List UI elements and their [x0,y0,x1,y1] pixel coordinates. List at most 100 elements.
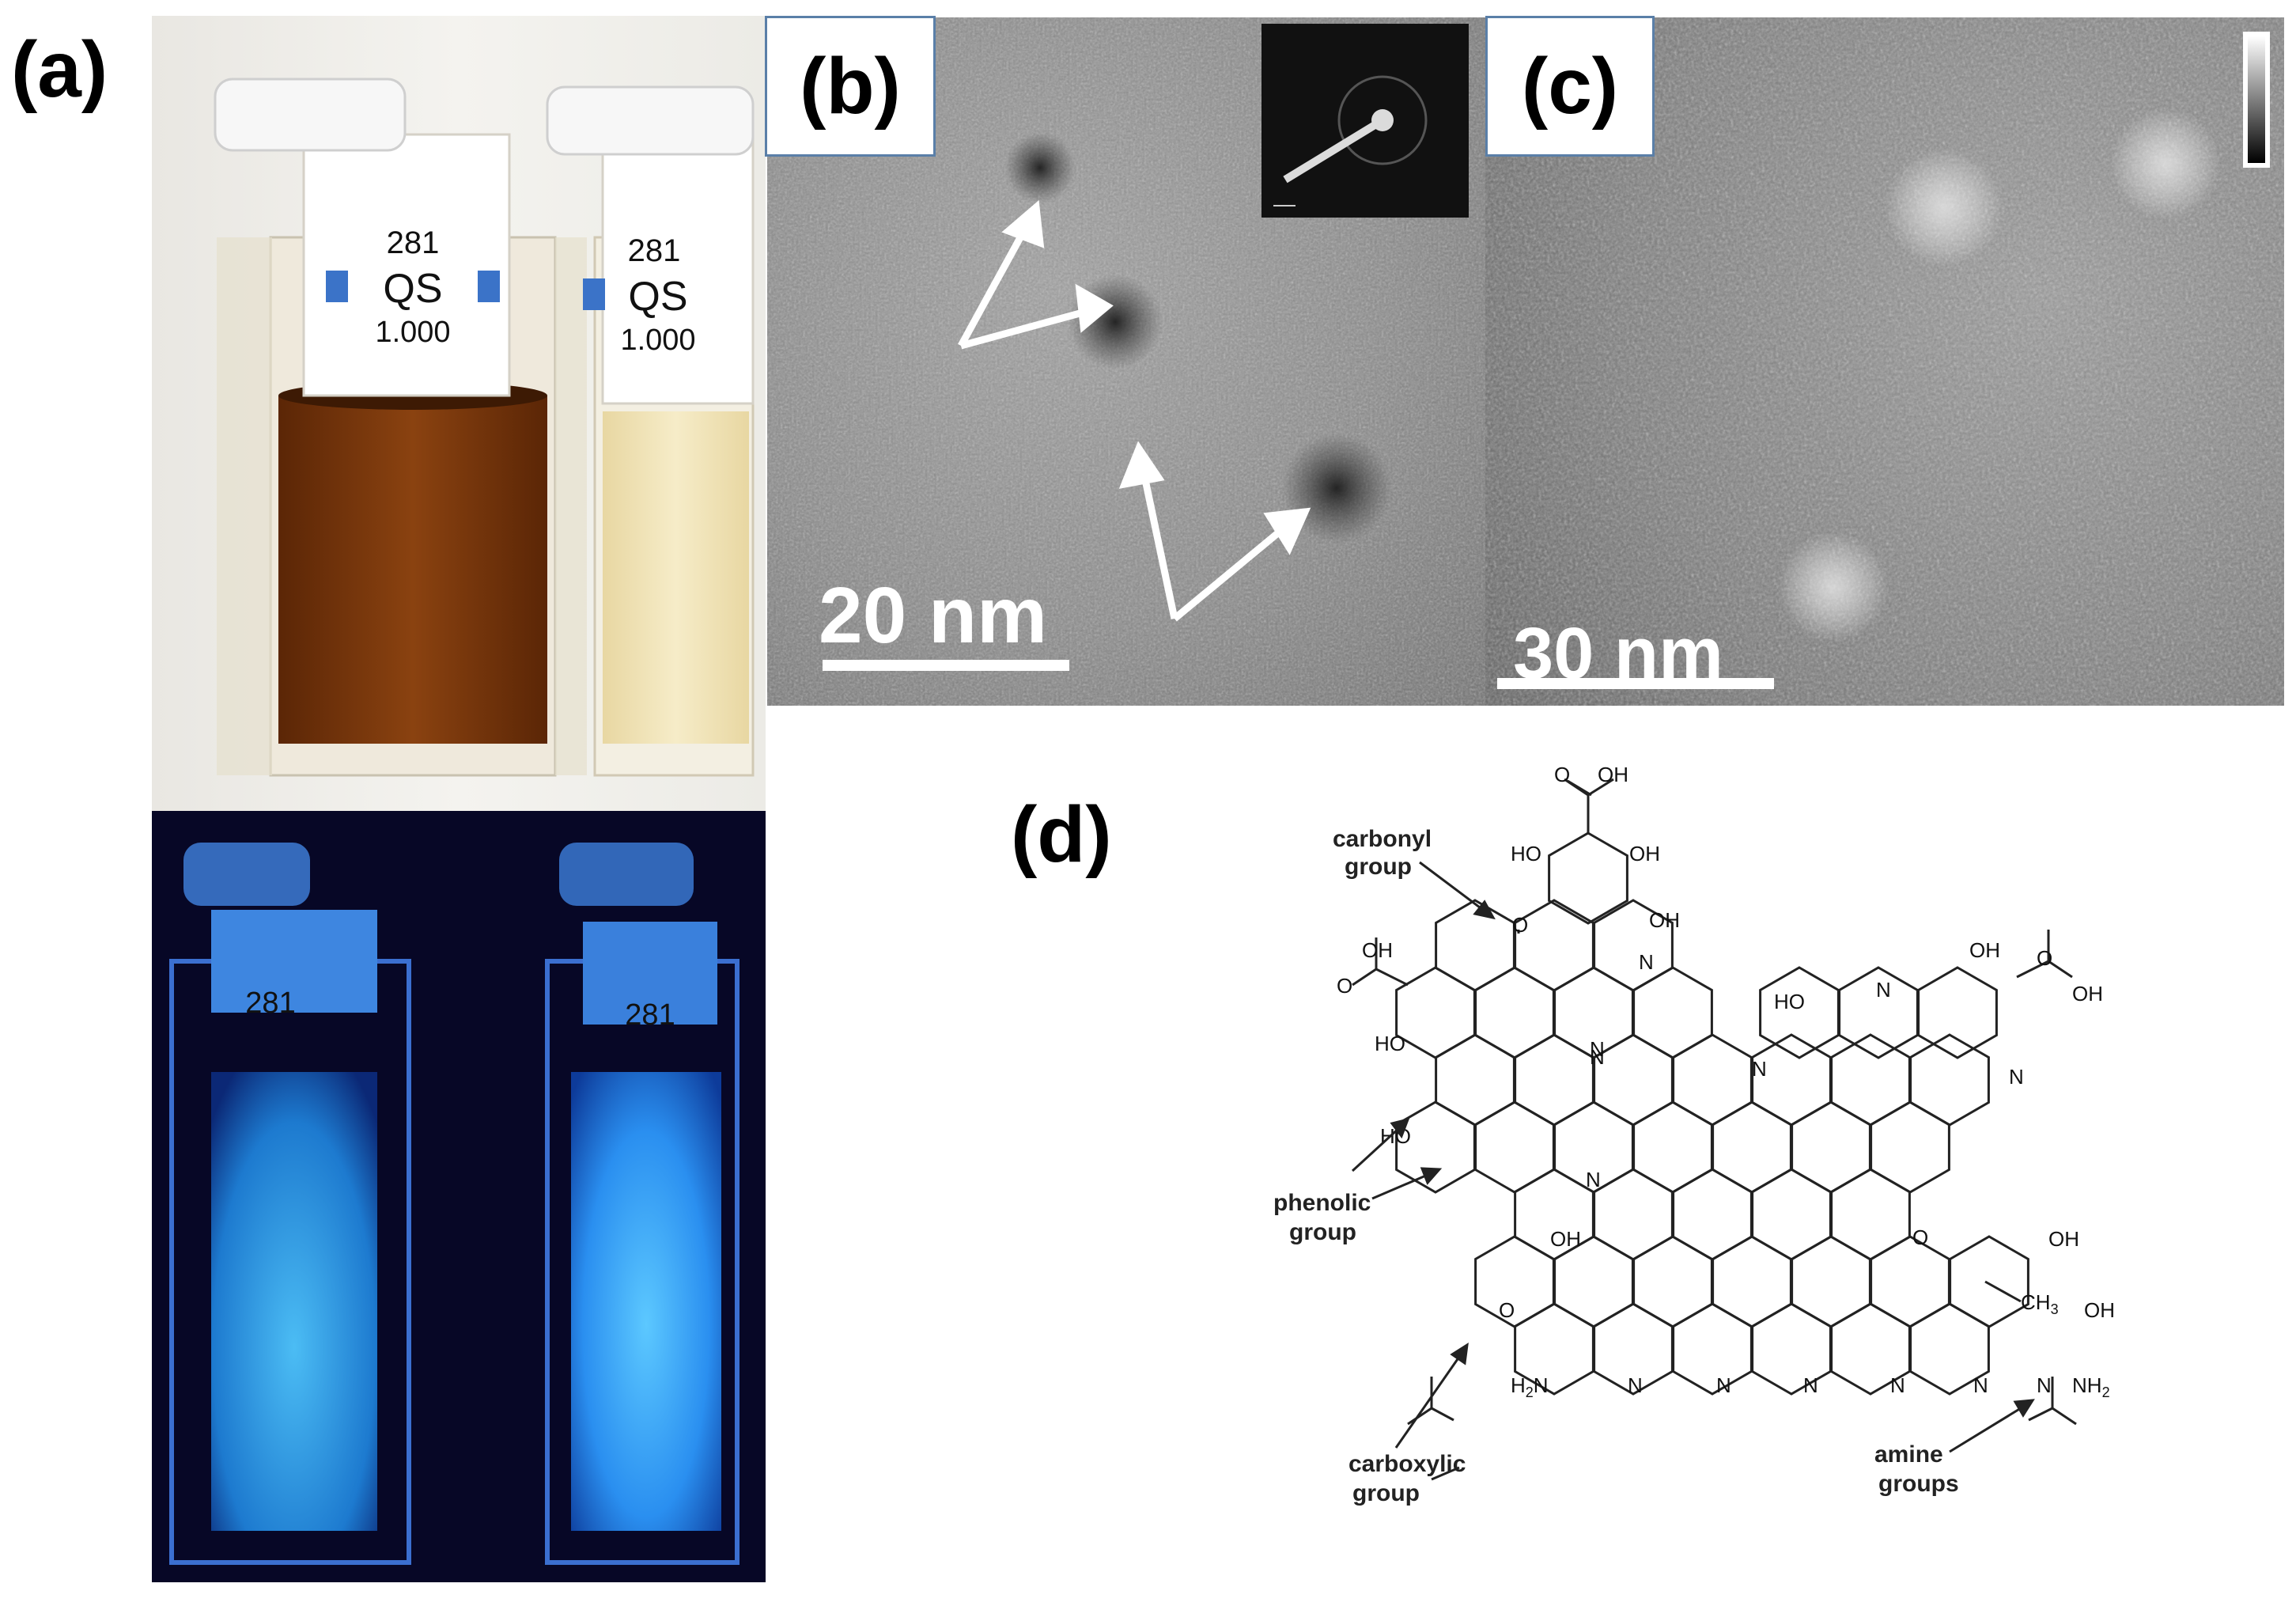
aromatic-ring [1751,1302,1832,1396]
right-vial-number: 281 [628,233,681,268]
aromatic-ring [1909,1302,1990,1396]
group-oh: OH [1550,1227,1581,1251]
group-oh: OH [1969,938,2000,962]
group-n: N [1586,1168,1601,1191]
group-o: O [1337,974,1352,998]
annotation-carboxylic-group: group [1352,1480,1420,1506]
group-n: N [1590,1045,1605,1069]
aromatic-ring [1870,1235,1950,1328]
carbon-dot-structure: OH O HO OH O OH N OH O HO HO HO N OH O O… [1250,759,2151,1566]
group-n: N [1876,978,1891,1002]
panel-a-label: (a) [11,25,108,114]
aromatic-ring [1672,1302,1753,1396]
aromatic-ring [1474,1100,1555,1194]
uv-right-number: 281 [625,998,675,1032]
group-oh: OH [2072,982,2103,1006]
group-ho: HO [1511,842,1541,865]
daylight-photo: 281 QS 1.000 281 QS 1.000 [152,16,766,811]
group-ch3: CH3 [2021,1290,2059,1317]
arrow-group-top [958,200,1114,350]
group-n: N [2037,1373,2052,1397]
diffraction-inset [1261,24,1469,218]
group-ho: HO [1375,1032,1405,1055]
aromatic-ring [1632,1235,1713,1328]
group-n: N [1590,1037,1605,1061]
group-ho: HO [1774,990,1805,1013]
annotation-arrows [1351,861,2035,1453]
left-vial-brand: QS [383,266,442,312]
aromatic-ring [1751,1168,1832,1261]
group-o: O [1912,1225,1928,1249]
nanoparticle [1778,532,1889,642]
annotation-carbonyl: carbonyl [1333,826,1432,852]
group-n: N [2009,1065,2024,1089]
aromatic-ring [1632,1100,1713,1194]
annotation-phenolic-group: group [1289,1219,1356,1245]
aromatic-ring [1830,1168,1911,1261]
annotation-carboxylic: carboxylic [1348,1451,1466,1477]
nanoparticle [1885,148,2003,267]
aromatic-ring [1395,966,1476,1059]
aromatic-ring [1474,966,1555,1059]
group-n: N [1890,1373,1905,1397]
group-n: N [1628,1373,1643,1397]
annotation-carbonyl-group: group [1345,854,1412,880]
arrow-group-bottom [1118,441,1311,622]
group-oh: OH [1598,763,1628,786]
uv-vials-graphic: 281 281 [169,843,739,1565]
aromatic-ring [1870,1100,1950,1194]
group-n: N [1716,1373,1731,1397]
left-vial-path: 1.000 [375,316,450,349]
group-oh: OH [1629,842,1660,865]
tem-image-b: 20 nm [767,17,1485,706]
aromatic-ring [1712,1100,1792,1194]
aromatic-ring [1548,831,1628,925]
right-vial-brand: QS [628,274,687,320]
group-o: O [1512,913,1528,937]
aromatic-ring [1632,966,1713,1059]
daylight-vials-graphic: 281 QS 1.000 281 QS 1.000 [214,78,755,777]
group-h2n: H2N [1511,1373,1549,1400]
aromatic-ring [1949,1235,2029,1328]
group-n: N [1752,1057,1767,1081]
panel-b-label: (b) [765,16,936,157]
aromatic-ring [1514,1302,1594,1396]
tem-b-graphic: 20 nm [767,17,1485,706]
aromatic-ring [1917,966,1998,1059]
group-n: N [1803,1373,1818,1397]
uv-left-cap [183,843,310,906]
nanoparticle [1004,132,1076,203]
group-oh: OH [2084,1298,2115,1322]
scale-bar-c [1497,678,1774,689]
group-nh2: NH2 [2072,1373,2110,1400]
annotation-amine-groups: groups [1878,1471,1959,1497]
group-oh: OH [1362,938,1393,962]
aromatic-ring [1593,1033,1674,1127]
aromatic-ring [1712,1235,1792,1328]
group-n: N [1639,950,1654,974]
aromatic-ring [1672,1168,1753,1261]
annotation-amine: amine [1874,1441,1943,1468]
group-oh: OH [2048,1227,2079,1251]
panel-d-label: (d) [1011,790,1112,879]
nanoparticle [2110,108,2221,219]
aromatic-ring [1830,1033,1911,1127]
aromatic-ring [1791,1235,1871,1328]
group-oh: OH [1649,908,1680,932]
uv-photo: 281 281 [152,811,766,1582]
uv-right-cap [559,843,694,906]
group-o: O [1554,763,1570,786]
scale-bar-b [823,660,1069,671]
group-n: N [1973,1373,1988,1397]
structure-diagram: OH O HO OH O OH N OH O HO HO HO N OH O O… [1273,763,2115,1506]
aromatic-ring [1672,1033,1753,1127]
uv-left-number: 281 [245,987,295,1020]
group-o: O [1499,1298,1515,1322]
left-vial-number: 281 [387,225,440,260]
aromatic-ring [1593,1168,1674,1261]
panel-c-label-text: (c) [1521,42,1619,131]
aromatic-ring [1791,1100,1871,1194]
panel-b-label-text: (b) [800,42,901,131]
annotation-phenolic: phenolic [1273,1190,1371,1216]
aromatic-ring [1909,1033,1990,1127]
